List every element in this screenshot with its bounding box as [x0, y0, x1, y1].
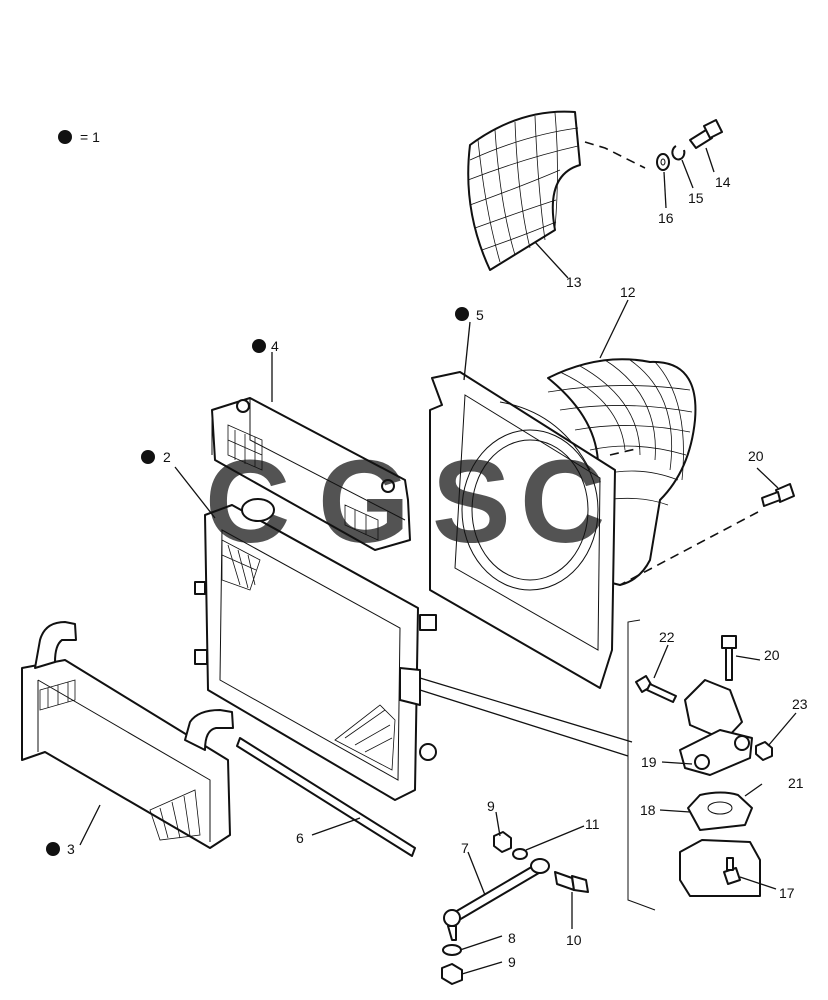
washer-11	[512, 848, 528, 860]
fan-shroud-rear	[547, 358, 697, 586]
bolt-20-lower	[761, 483, 795, 507]
callout-10: 10	[566, 932, 582, 948]
callout-15: 15	[688, 190, 704, 206]
mount-cushion-21	[687, 791, 753, 831]
callout-bullet	[46, 842, 60, 856]
legend: = 1	[58, 129, 100, 145]
callout-20-upper: 20	[764, 647, 780, 663]
mount-bracket	[679, 679, 753, 776]
callout-label: 5	[476, 307, 484, 323]
nut-9-lower	[441, 963, 463, 985]
callout-16: 16	[658, 210, 674, 226]
intercooler	[21, 621, 234, 849]
watermark-letter-s: S	[432, 436, 511, 568]
watermark: C G S C	[205, 436, 605, 568]
bolt-14	[689, 119, 723, 149]
fan-guard-upper	[467, 110, 581, 271]
fan-shroud-frame	[429, 371, 616, 689]
leader-lines	[79, 147, 797, 975]
callout-2: 2	[141, 449, 171, 465]
callout-7: 7	[461, 840, 469, 856]
callout-14: 14	[715, 174, 731, 190]
callout-3: 3	[46, 841, 75, 857]
bolt-22	[635, 675, 677, 703]
callout-19: 19	[641, 754, 657, 770]
callout-bullet	[141, 450, 155, 464]
watermark-letter-c2: C	[520, 436, 605, 568]
oil-cooler	[211, 397, 411, 551]
legend-bullet	[58, 130, 72, 144]
callout-bullet	[252, 339, 266, 353]
mount-base	[679, 839, 761, 897]
callout-8: 8	[508, 930, 516, 946]
legend-text: = 1	[80, 129, 100, 145]
callout-20-lower: 20	[748, 448, 764, 464]
callout-4: 4	[252, 338, 279, 354]
callout-11: 11	[585, 816, 600, 832]
callout-9-upper: 9	[487, 798, 495, 814]
callout-label: 4	[271, 338, 279, 354]
callout-5: 5	[455, 307, 484, 323]
callout-6: 6	[296, 830, 304, 846]
stay-rod	[443, 858, 550, 941]
callout-12: 12	[620, 284, 636, 300]
callout-label: 2	[163, 449, 171, 465]
callout-23: 23	[792, 696, 808, 712]
callout-22: 22	[659, 629, 675, 645]
nut-23	[755, 741, 773, 761]
seal-strip	[236, 737, 416, 857]
washer-8	[442, 944, 462, 956]
washer-16	[656, 153, 670, 171]
nut-9-upper	[493, 831, 512, 853]
bolt-10	[554, 871, 589, 893]
callout-17: 17	[779, 885, 795, 901]
callout-21: 21	[788, 775, 804, 791]
callout-bullet	[455, 307, 469, 321]
callout-label: 3	[67, 841, 75, 857]
watermark-letter-g: G	[318, 436, 410, 568]
callout-13: 13	[566, 274, 582, 290]
bolt-20-vertical	[721, 635, 737, 681]
watermark-letter-c1: C	[205, 436, 290, 568]
radiator	[194, 498, 437, 801]
bolt-17	[723, 857, 741, 885]
callout-9-lower: 9	[508, 954, 516, 970]
lockwasher-15	[671, 145, 686, 161]
callout-18: 18	[640, 802, 656, 818]
